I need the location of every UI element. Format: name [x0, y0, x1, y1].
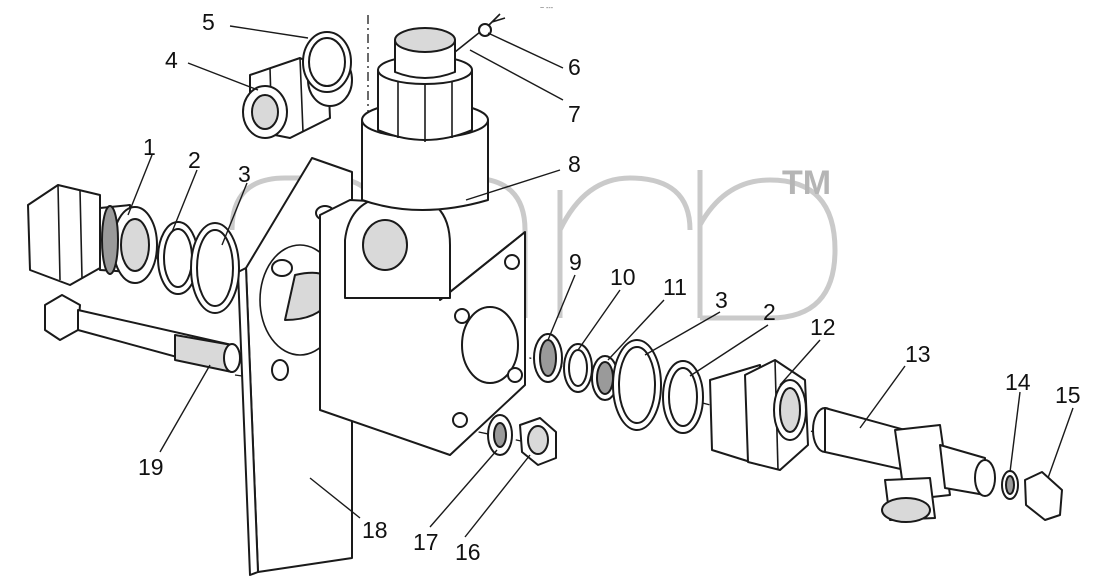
callout-10: 10: [610, 264, 636, 290]
callout-2: 2: [188, 147, 201, 173]
callout-15: 15: [1055, 382, 1081, 408]
callout-14: 14: [1005, 369, 1031, 395]
callout-3: 3: [238, 161, 251, 187]
corner-note: ~ ---: [540, 5, 554, 12]
leader-lines: [127, 25, 1074, 538]
callout-6: 6: [568, 54, 581, 80]
callout-9: 9: [569, 249, 582, 275]
callout-11: 11: [663, 274, 687, 300]
callout-5: 5: [202, 9, 215, 35]
callout-labels: 1 2 3 4 5 6 7 8 9 10 11 3 2 12 13 14 15 …: [138, 9, 1081, 565]
callout-2-right: 2: [763, 299, 776, 325]
valve-cap-nut: [377, 13, 506, 142]
callout-19: 19: [138, 454, 164, 480]
union-nut: [709, 359, 809, 471]
callout-1: 1: [143, 134, 156, 160]
callout-3-right: 3: [715, 287, 728, 313]
callout-13: 13: [905, 341, 931, 367]
seal-rings-middle: [533, 333, 704, 434]
callout-8: 8: [568, 151, 581, 177]
washer-and-cap-bolt: [1001, 470, 1063, 521]
nut-and-washer: [487, 414, 557, 466]
elbow-tube-fitting: [812, 407, 996, 523]
callout-7: 7: [568, 101, 581, 127]
callout-16: 16: [455, 539, 481, 565]
left-union-fitting: [27, 184, 158, 286]
callout-17: 17: [413, 529, 439, 555]
o-ring-5: [302, 31, 352, 93]
long-bolt: [44, 294, 241, 373]
seal-rings-left: [157, 221, 240, 314]
trademark-mark: TM: [782, 164, 831, 202]
callout-4: 4: [165, 47, 178, 73]
callout-18: 18: [362, 517, 388, 543]
callout-12: 12: [810, 314, 836, 340]
valve-body: [319, 101, 526, 456]
